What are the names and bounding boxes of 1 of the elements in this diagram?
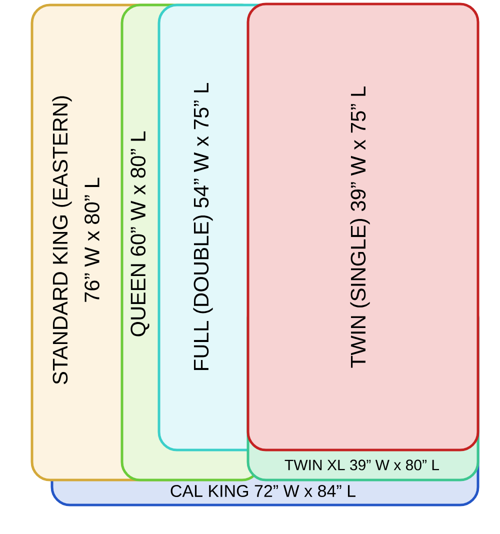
mattress-box: TWIN (SINGLE) 39” W x 75” L [246,2,480,452]
